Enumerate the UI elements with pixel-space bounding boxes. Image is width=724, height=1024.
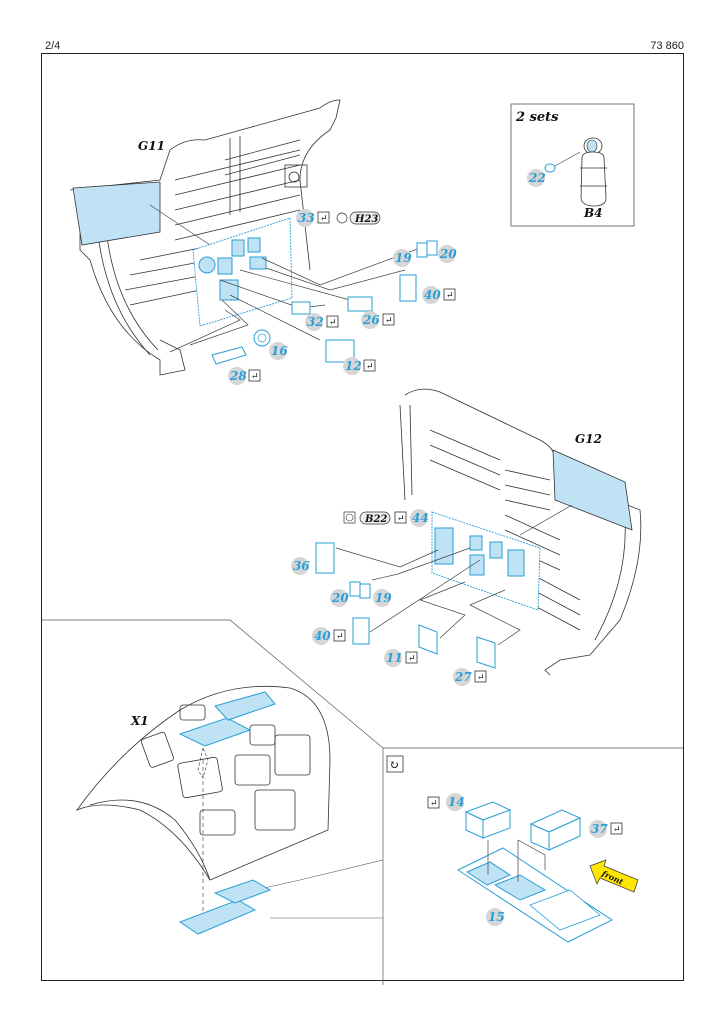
part-20 [349,581,361,597]
part-16 [253,329,271,347]
callout-27: 27 [454,670,472,684]
callout-11: 11 [386,651,403,665]
front-arrow: front [589,859,639,893]
check-icon: ↵ [320,214,328,224]
rotate-icon-box[interactable] [386,755,404,773]
check-box-37[interactable] [610,822,623,835]
part-15-base [456,847,613,943]
part-44-panel [431,511,541,611]
g12-assembly: G12 B22 ↵ 44 36 20 19 [291,388,642,686]
g12-window-panel [552,449,633,531]
ref-h23: H23 [354,214,378,225]
check-icon: ↵ [329,318,337,328]
part-20 [426,240,438,256]
callout-14: 14 [448,795,465,809]
check-box-26[interactable] [382,313,395,326]
check-icon: ↵ [408,654,416,664]
label-x1: X1 [130,714,149,728]
detail-section: ↻ ↵ 14 37 ↵ 15 front [386,755,639,943]
check-box-44[interactable] [394,511,407,524]
g11-assembly: G11 33 ↵ H23 19 [69,99,457,385]
part-22-ring [544,163,556,173]
check-icon: ↵ [366,362,374,372]
callout-32: 32 [307,315,324,329]
check-icon: ↵ [446,291,454,301]
check-box-40[interactable] [443,288,456,301]
part-32 [291,301,311,315]
part-11 [418,624,438,655]
callout-20: 20 [439,247,457,261]
x1-installed-panel [178,717,252,747]
callout-26: 26 [362,313,380,327]
part-36 [315,542,335,574]
part-12 [325,339,355,363]
g11-window-panel [72,181,161,246]
label-g11: G11 [138,139,165,153]
check-icon: ↵ [397,514,405,524]
part-19 [359,583,371,599]
check-box-28[interactable] [248,369,261,382]
check-icon: ↵ [251,372,259,382]
callout-19-g12: 19 [375,591,392,605]
part-40 [399,274,417,302]
catalog-number: 73 860 [650,40,684,52]
check-box-27[interactable] [474,670,487,683]
sets-box-title: 2 sets [515,110,559,125]
part-40-g12 [352,617,370,645]
paint-ref-icon [336,212,348,224]
check-box-40-g12[interactable] [333,629,346,642]
rotate-icon: ↻ [389,758,399,772]
part-27 [476,636,496,669]
callout-15: 15 [488,910,505,924]
callout-20-g12: 20 [331,591,349,605]
callout-12: 12 [345,359,362,373]
callout-40: 40 [424,288,441,302]
check-icon: ↵ [430,799,438,809]
instruction-frame [41,53,684,981]
x1-detail-panel [178,899,257,935]
callout-28: 28 [229,369,247,383]
callout-40-g12: 40 [314,629,331,643]
check-box-32[interactable] [326,315,339,328]
callout-33: 33 [298,211,315,225]
callout-22: 22 [528,171,546,185]
ref-b4: B4 [583,206,603,220]
part-28 [211,346,247,365]
x1-canopy: X1 [75,685,331,935]
check-icon: ↵ [336,632,344,642]
section-dividers [42,619,683,985]
sets-box: 2 sets 22 B4 [510,103,635,227]
callout-36: 36 [293,559,310,573]
callout-37: 37 [591,822,608,836]
label-g12: G12 [575,432,602,446]
callout-16: 16 [271,344,288,358]
check-box-11[interactable] [405,651,418,664]
part-33-panel [192,217,293,327]
check-icon: ↵ [613,825,621,835]
callout-19: 19 [395,251,412,265]
check-icon: ↵ [477,673,485,683]
part-26 [347,296,373,312]
extinguisher-illustration [580,137,607,207]
page-number: 2/4 [45,40,61,52]
check-box-14[interactable] [427,796,440,809]
check-box-12[interactable] [363,359,376,372]
callout-44: 44 [412,511,429,525]
ref-b22: B22 [364,514,387,525]
paint-ref-icon [345,513,354,522]
part-19 [416,242,428,258]
check-box-33[interactable] [317,211,330,224]
check-icon: ↵ [385,316,393,326]
